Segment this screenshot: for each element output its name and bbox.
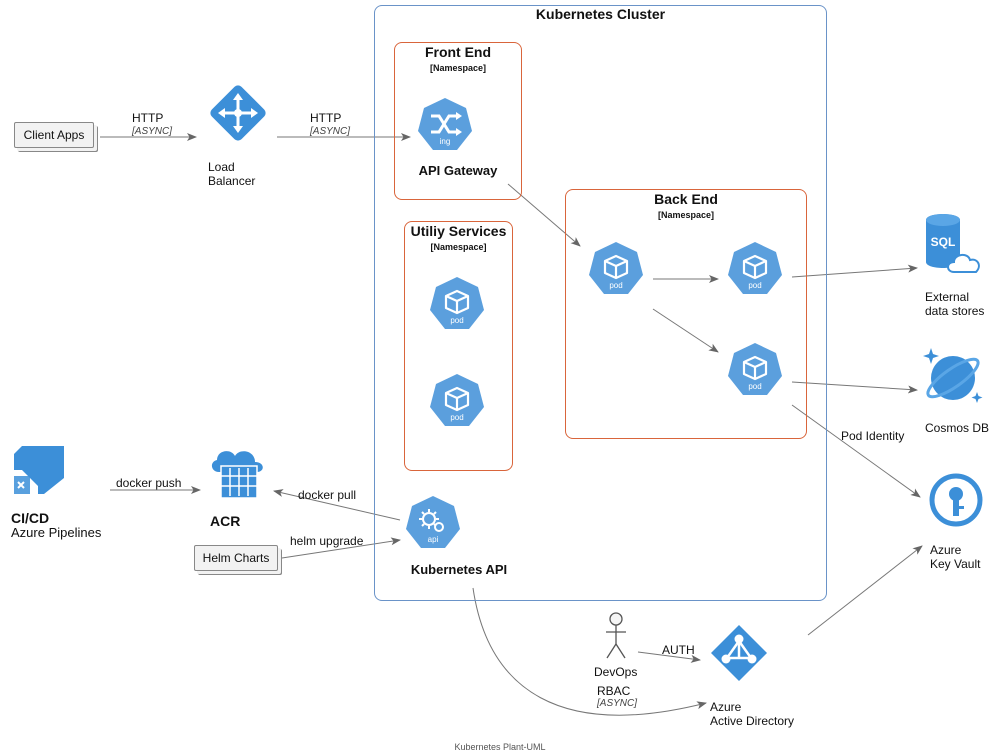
edge-http2-label: HTTP: [310, 111, 342, 125]
edge-auth-label: AUTH: [662, 643, 695, 657]
acr-label: ACR: [210, 513, 241, 529]
external-data-label-2: data stores: [925, 304, 985, 318]
back-end-title: Back End: [654, 191, 718, 207]
kubernetes-cluster: [374, 5, 827, 601]
edge-pod1-to-pod3: [652, 308, 719, 353]
helm-charts-label: Helm Charts: [202, 551, 270, 565]
edge-aad-to-keyvault: [807, 545, 923, 636]
acr-icon: [211, 451, 263, 499]
edge-http1-note: [ASYNC]: [132, 126, 173, 137]
api-icon-label: api: [428, 535, 439, 544]
footer-caption: Kubernetes Plant-UML: [454, 742, 546, 752]
edge-helm-to-kapi: [281, 537, 401, 559]
aad-label-1: Azure: [710, 700, 742, 714]
edge-pod-identity-label: Pod Identity: [841, 429, 905, 443]
pod-icon-label: pod: [748, 382, 761, 391]
edge-helm-upgrade-label: helm upgrade: [290, 534, 364, 548]
utility-subtitle: [Namespace]: [430, 242, 487, 252]
pod-icon-label: pod: [450, 316, 463, 325]
back-end-subtitle: [Namespace]: [657, 210, 715, 220]
client-apps-node: Client Apps: [14, 122, 94, 148]
utility-title: Utiliy Services: [410, 223, 507, 239]
ingress-icon: ing: [418, 98, 472, 150]
backend-pod-2: pod: [728, 242, 782, 294]
pod-icon-label: pod: [748, 281, 761, 290]
devops-label: DevOps: [594, 665, 638, 679]
sql-icon-label: SQL: [931, 235, 956, 249]
cosmos-db-label: Cosmos DB: [925, 421, 990, 435]
external-data-label-1: External: [925, 290, 970, 304]
edge-pod3-to-keyvault: [791, 404, 921, 498]
namespace-back-end: [565, 189, 807, 439]
backend-pod-1: pod: [589, 242, 643, 294]
edge-docker-push-label: docker push: [116, 476, 182, 490]
cluster-title: Kubernetes Cluster: [535, 6, 666, 22]
sql-database-icon: SQL: [926, 214, 980, 273]
kubernetes-api-icon: api: [406, 496, 460, 548]
ingress-icon-label: ing: [440, 137, 451, 146]
edge-http2-note: [ASYNC]: [310, 126, 351, 137]
active-directory-icon: [711, 625, 767, 681]
edge-kapi-to-acr: [273, 489, 401, 521]
load-balancer-label-1: Load: [208, 160, 235, 174]
edge-devops-to-aad: [637, 651, 701, 663]
edge-docker-pull-label: docker pull: [298, 488, 357, 502]
namespace-front-end: [394, 42, 522, 200]
backend-pod-3: pod: [728, 343, 782, 395]
edge-pod3-to-cosmos: [791, 381, 918, 394]
api-gateway-label: API Gateway: [418, 163, 498, 178]
pod-icon-label: pod: [609, 281, 622, 290]
key-vault-label-2: Key Vault: [930, 557, 981, 571]
edge-kapi-to-aad: [472, 587, 707, 716]
utility-pod-2: pod: [430, 374, 484, 426]
cosmos-db-icon: [923, 348, 983, 403]
edge-rbac-label: RBAC: [597, 684, 631, 698]
azure-pipelines-icon: [14, 446, 64, 494]
edge-pod2-to-sql: [791, 264, 918, 278]
front-end-subtitle: [Namespace]: [429, 63, 487, 73]
utility-pod-1: pod: [430, 277, 484, 329]
pod-icon-label: pod: [450, 413, 463, 422]
helm-charts-node: Helm Charts: [194, 545, 278, 571]
cicd-title: CI/CD: [11, 510, 50, 526]
key-vault-label-1: Azure: [930, 543, 962, 557]
key-vault-icon: [929, 473, 983, 527]
cicd-subtitle: Azure Pipelines: [11, 525, 102, 540]
aad-label-2: Active Directory: [710, 714, 795, 728]
load-balancer-label-2: Balancer: [208, 174, 256, 188]
edge-http1-label: HTTP: [132, 111, 164, 125]
devops-actor-icon: [606, 612, 626, 659]
namespace-utility-services: [404, 221, 513, 471]
client-apps-label: Client Apps: [23, 128, 85, 142]
edge-rbac-note: [ASYNC]: [597, 698, 638, 709]
load-balancer-icon: [210, 85, 266, 141]
kubernetes-api-label: Kubernetes API: [410, 562, 508, 577]
front-end-title: Front End: [424, 44, 492, 60]
